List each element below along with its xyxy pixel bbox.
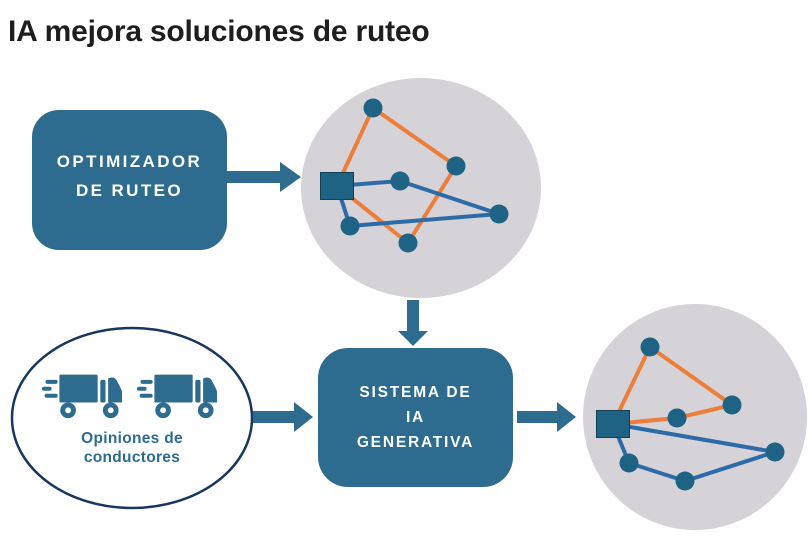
route-node-depot-hub [596, 410, 630, 438]
arrow-right-icon [227, 162, 301, 192]
route-map-circle-after [583, 304, 807, 530]
route-node-stop-middle [390, 171, 410, 191]
route-edge-orange [406, 164, 458, 245]
driver-feedback-label-line: conductores [83, 449, 181, 466]
route-edge-blue [627, 461, 687, 483]
route-node-stop-bottomLeft [619, 453, 639, 473]
route-node-depot-hub [320, 172, 354, 200]
route-edge-blue [611, 422, 777, 454]
route-network-after [596, 337, 785, 491]
arrow-right-icon [517, 402, 576, 432]
page-title: IA mejora soluciones de ruteo [8, 15, 430, 48]
route-node-stop-rightMid [722, 395, 742, 415]
arrow-down-icon [398, 300, 428, 346]
driver-feedback-label-line: Opiniones de [81, 430, 183, 447]
generative-ai-box: SISTEMA DE IA GENERATIVA [318, 348, 513, 487]
route-edge-orange [648, 345, 734, 407]
generative-ai-box-line: SISTEMA DE [359, 384, 472, 401]
route-node-stop-rightUpper [446, 156, 466, 176]
optimizer-box-line: OPTIMIZADOR [56, 152, 203, 171]
generative-ai-box-line: IA [405, 409, 426, 426]
route-edge-blue [683, 450, 777, 483]
route-node-stop-top [640, 337, 660, 357]
optimizer-box: OPTIMIZADOR DE RUTEO [32, 110, 227, 250]
route-edge-orange [371, 106, 458, 168]
optimizer-box-line: DE RUTEO [75, 181, 184, 200]
arrow-right-icon [253, 402, 313, 432]
route-edge-blue [348, 212, 501, 228]
route-edge-blue [398, 179, 501, 216]
route-node-stop-bottomLeft [340, 216, 360, 236]
driver-feedback-ellipse [10, 326, 254, 510]
driver-feedback-label: Opiniones de conductores [32, 429, 232, 467]
route-node-stop-farRight [489, 204, 509, 224]
route-node-stop-top [363, 98, 383, 118]
generative-ai-box-line: GENERATIVA [356, 434, 475, 451]
route-node-stop-bottom [675, 471, 695, 491]
route-node-stop-bottom [398, 233, 418, 253]
route-node-stop-farRight [765, 442, 785, 462]
route-node-stop-middle [667, 408, 687, 428]
route-network-before [320, 98, 509, 253]
